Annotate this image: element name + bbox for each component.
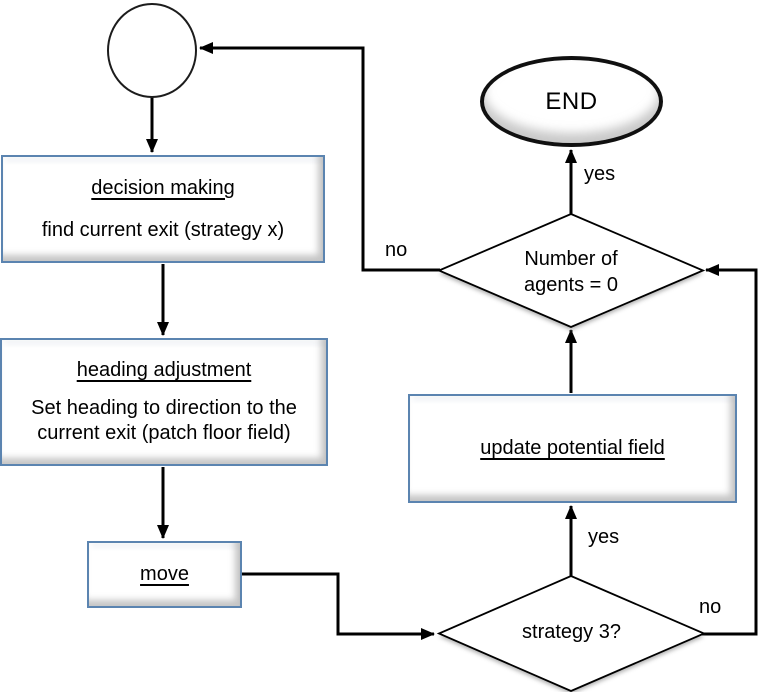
edge-strategy-no-to-agents-decision: [702, 264, 758, 636]
move-box: move: [87, 541, 242, 608]
agents-decision-label: Number of agents = 0: [439, 216, 703, 329]
edge-label-strategy-yes: yes: [588, 526, 620, 548]
heading-adjustment-title: heading adjustment: [76, 359, 252, 381]
decision-making-box: decision making find current exit (strat…: [1, 155, 325, 263]
strategy-decision-diamond: [436, 575, 707, 692]
heading-adjustment-body: Set heading to direction to the current …: [31, 397, 297, 444]
edge-label-agents-no: no: [385, 239, 408, 261]
update-potential-field-title: update potential field: [480, 437, 665, 459]
update-potential-field-box: update potential field: [408, 394, 737, 503]
move-title: move: [140, 563, 189, 585]
agents-decision-line1: Number of: [524, 248, 618, 271]
end-node: END: [480, 56, 663, 147]
start-node: [107, 3, 197, 98]
edge-label-agents-yes: yes: [584, 163, 616, 185]
edge-label-strategy-no: no: [699, 596, 722, 618]
strategy-decision-line1: strategy 3?: [522, 621, 621, 644]
agents-decision-line2: agents = 0: [524, 273, 618, 296]
decision-making-title: decision making: [91, 176, 235, 199]
end-label: END: [545, 87, 598, 115]
strategy-decision-label: strategy 3?: [439, 578, 704, 688]
agents-decision-diamond: [436, 213, 706, 330]
heading-adjustment-box: heading adjustment Set heading to direct…: [0, 338, 328, 466]
edge-agents-no-to-start: [199, 42, 440, 272]
decision-making-body: find current exit (strategy x): [41, 218, 285, 241]
edge-move-to-strategy-decision: [241, 572, 435, 640]
